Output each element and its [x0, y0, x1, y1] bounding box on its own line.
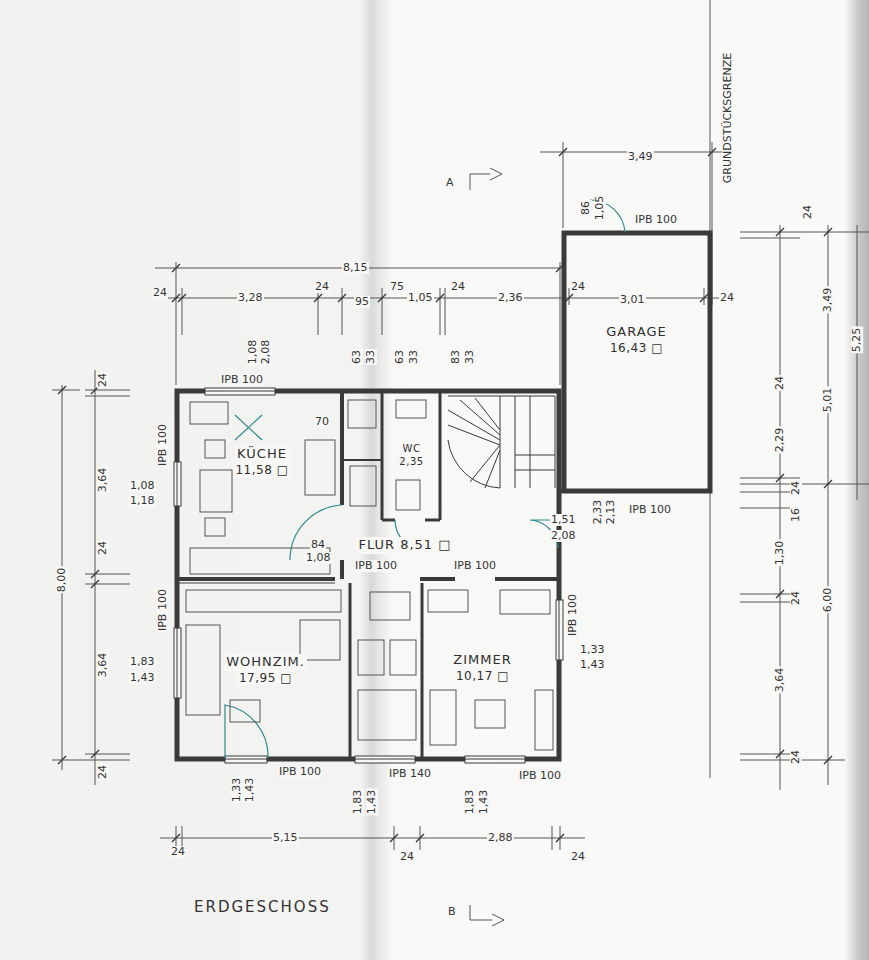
- dimension-label: IPB 100: [628, 504, 672, 516]
- dimension-label: 24: [774, 375, 786, 391]
- dimension-label: 24: [170, 846, 186, 858]
- dimension-label: 70: [314, 416, 330, 428]
- dimension-label: 63: [394, 349, 406, 365]
- dimension-label: 24: [97, 540, 109, 556]
- dimension-label: 5,15: [272, 832, 299, 844]
- room-area-size: 11,58 □: [233, 463, 290, 478]
- dimension-label: IPB 100: [634, 214, 678, 226]
- dimension-label: 95: [354, 296, 370, 308]
- room-area-size: 10,17 □: [454, 669, 511, 684]
- dimension-label: 2,08: [550, 530, 577, 542]
- room-area: GARAGE16,43 □: [598, 320, 675, 360]
- dimension-label: IPB 100: [220, 374, 264, 386]
- dimension-label: 1,43: [579, 659, 606, 671]
- dimension-label: 24: [399, 851, 415, 863]
- dimension-label: 1,05: [594, 195, 606, 222]
- room-area-size: 16,43 □: [608, 341, 665, 356]
- dimension-label: 1,33: [231, 777, 243, 804]
- dimension-label: 63: [351, 349, 363, 365]
- dimension-label: 2,33: [592, 499, 604, 526]
- dimension-label: 1,05: [407, 292, 434, 304]
- dimension-label: 3,64: [97, 652, 109, 679]
- dimension-label: 3,28: [237, 292, 264, 304]
- room-area: ZIMMER10,17 □: [445, 648, 520, 688]
- dimension-label: A: [445, 177, 455, 189]
- room-name: GARAGE: [604, 324, 668, 340]
- dimension-label: 8,00: [56, 567, 68, 594]
- dimension-label: 24: [802, 204, 814, 220]
- dimension-label: 1,83: [129, 656, 156, 668]
- dimension-label: 6,00: [822, 587, 834, 614]
- dimension-label: 1,08: [305, 552, 332, 564]
- dimension-label: 1,43: [366, 789, 378, 816]
- dimension-label: 1,43: [244, 777, 256, 804]
- dimension-label: 1,30: [774, 540, 786, 567]
- room-area-size: 17,95 □: [237, 671, 294, 686]
- dimension-label: 24: [719, 292, 735, 304]
- room-area: FLUR 8,51 □: [350, 533, 460, 558]
- dimension-label: 2,29: [774, 427, 786, 454]
- dimension-label: 3,64: [97, 467, 109, 494]
- dimension-label: IPB 100: [453, 560, 497, 572]
- dimension-label: 2,08: [260, 339, 272, 366]
- dimension-label: 8,15: [342, 262, 369, 274]
- dimension-label: 75: [389, 281, 405, 293]
- dimension-label: 16: [790, 507, 802, 523]
- dimension-label: IPB 100: [518, 770, 562, 782]
- dimension-label: 24: [790, 749, 802, 765]
- dimension-label: 1,08: [247, 339, 259, 366]
- room-name: KÜCHE: [235, 446, 289, 462]
- dimension-label: B: [447, 906, 457, 918]
- dimension-label: IPB 140: [388, 768, 432, 780]
- dimension-label: 2,13: [605, 499, 617, 526]
- dimension-label: IPB 100: [567, 593, 579, 637]
- room-name: WC: [401, 443, 423, 456]
- room-name: FLUR 8,51 □: [356, 537, 453, 553]
- dimension-label: IPB 100: [157, 423, 169, 467]
- dimension-label: 3,64: [774, 667, 786, 694]
- dimension-label: 24: [570, 851, 586, 863]
- dimension-label: 1,43: [478, 789, 490, 816]
- room-name: WOHNZIM.: [224, 654, 307, 670]
- dimension-label: GRUNDSTÜCKSGRENZE: [722, 52, 734, 184]
- dimension-label: 84: [310, 539, 326, 551]
- dimension-label: IPB 100: [354, 560, 398, 572]
- plan-caption: ERDGESCHOSS: [194, 898, 331, 916]
- dimension-label: 24: [152, 287, 168, 299]
- dimension-label: 33: [408, 349, 420, 365]
- dimension-label: 2,88: [487, 832, 514, 844]
- dimension-label: IPB 100: [157, 588, 169, 632]
- dimension-label: 1,83: [464, 789, 476, 816]
- dimension-label: 24: [97, 764, 109, 780]
- dimension-label: 5,25: [851, 327, 863, 354]
- dimension-label: 24: [790, 590, 802, 606]
- dimension-label: 2,36: [497, 292, 524, 304]
- room-area-size: 2,35: [397, 456, 425, 469]
- dimension-label: IPB 100: [278, 766, 322, 778]
- dimension-label: 83: [450, 349, 462, 365]
- dimension-label: 1,51: [550, 514, 577, 526]
- room-area: WOHNZIM.17,95 □: [218, 650, 313, 690]
- dimension-label: 24: [450, 281, 466, 293]
- dimension-label: 1,18: [129, 495, 156, 507]
- dimension-label: 3,01: [619, 294, 646, 306]
- dimension-label: 1,33: [579, 644, 606, 656]
- dimension-label: 24: [790, 480, 802, 496]
- dimension-label: 1,83: [352, 789, 364, 816]
- room-name: ZIMMER: [451, 652, 513, 668]
- dimension-label: 33: [365, 349, 377, 365]
- dimension-label: 86: [580, 200, 592, 216]
- dimension-label: 24: [314, 281, 330, 293]
- room-area: KÜCHE11,58 □: [227, 442, 297, 482]
- dimension-label: 3,49: [627, 151, 654, 163]
- dimension-label: 1,43: [129, 672, 156, 684]
- room-area: WC2,35: [391, 439, 432, 472]
- dimension-label: 24: [570, 281, 586, 293]
- dimension-label: 5,01: [822, 387, 834, 414]
- dimension-label: 3,49: [822, 287, 834, 314]
- dimension-label: 24: [97, 372, 109, 388]
- dimension-label: 33: [464, 349, 476, 365]
- dimension-label: 1,08: [129, 480, 156, 492]
